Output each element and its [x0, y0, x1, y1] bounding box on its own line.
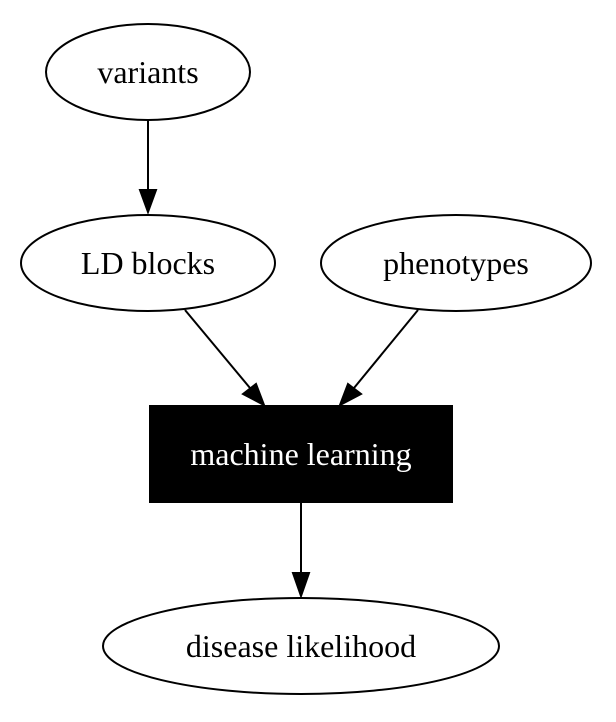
node-disease-likelihood: disease likelihood [102, 597, 500, 695]
node-machine-learning: machine learning [149, 405, 453, 503]
edge-phenotypes-to-machine-learning [338, 309, 419, 408]
node-ld-blocks: LD blocks [20, 214, 276, 312]
node-variants: variants [45, 23, 251, 121]
node-disease-likelihood-label: disease likelihood [186, 628, 416, 664]
node-phenotypes-label: phenotypes [383, 245, 529, 281]
edge-ld-blocks-to-machine-learning [184, 309, 266, 408]
node-ld-blocks-label: LD blocks [81, 245, 215, 281]
node-variants-label: variants [97, 54, 198, 90]
edge-machine-learning-to-disease-likelihood [291, 503, 311, 600]
node-machine-learning-label: machine learning [190, 436, 411, 472]
node-phenotypes: phenotypes [320, 214, 592, 312]
edge-variants-to-ld-blocks [138, 120, 158, 215]
